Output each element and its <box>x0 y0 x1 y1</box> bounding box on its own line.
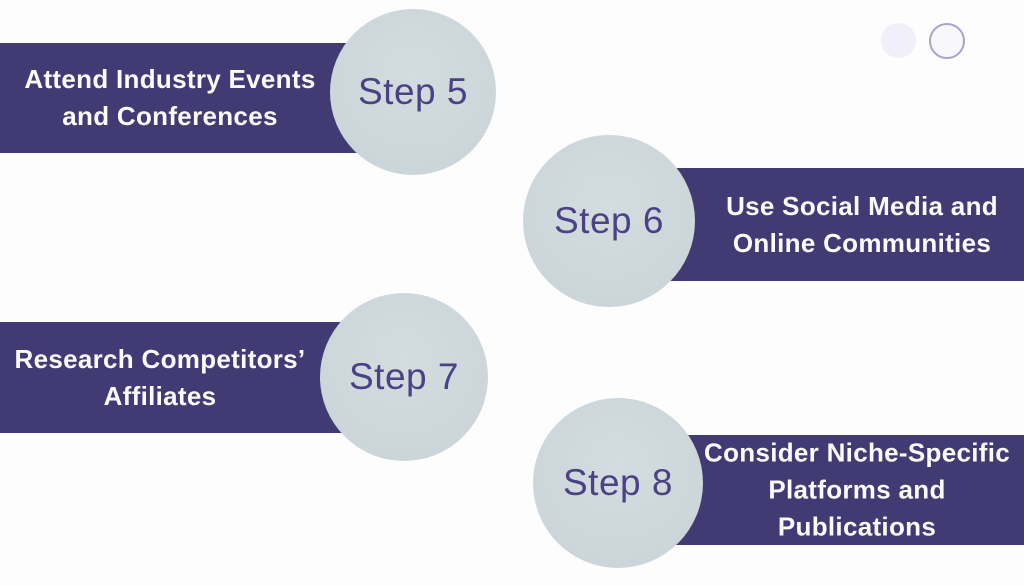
step-5-label: Step 5 <box>358 71 468 112</box>
step-6-title-line-2: Online Communities <box>732 227 992 258</box>
step-7-title: Research Competitors’ Affiliates <box>0 341 320 415</box>
step-6-circle: Step 6 <box>523 135 695 307</box>
step-5-circle: Step 5 <box>330 9 496 175</box>
step-5-title-line-2: and Conferences <box>62 101 278 131</box>
step-8-title-line-2: Platforms and <box>768 474 946 505</box>
step-6-title: Use Social Media and Online Communities <box>700 188 1024 262</box>
step-7-circle: Step 7 <box>320 293 488 461</box>
step-8-title-line-1: Consider Niche-Specific <box>704 437 1010 468</box>
step-8-circle: Step 8 <box>533 398 703 568</box>
step-5-title-line-1: Attend Industry Events <box>24 64 316 94</box>
decor-dot-outlined-circle <box>929 23 965 59</box>
step-7-title-line-2: Affiliates <box>103 380 217 411</box>
step-8-title: Consider Niche-Specific Platforms and Pu… <box>700 435 1014 546</box>
step-8-title-line-3: Publications <box>777 511 937 542</box>
step-7-label: Step 7 <box>349 356 459 397</box>
step-7-title-line-1: Research Competitors’ <box>14 343 306 374</box>
decor-dot-filled-circle <box>881 23 916 58</box>
step-6-label: Step 6 <box>554 200 664 241</box>
step-5-title: Attend Industry Events and Conferences <box>0 61 340 135</box>
step-8-label: Step 8 <box>563 462 673 503</box>
step-6-title-line-1: Use Social Media and <box>726 190 998 221</box>
